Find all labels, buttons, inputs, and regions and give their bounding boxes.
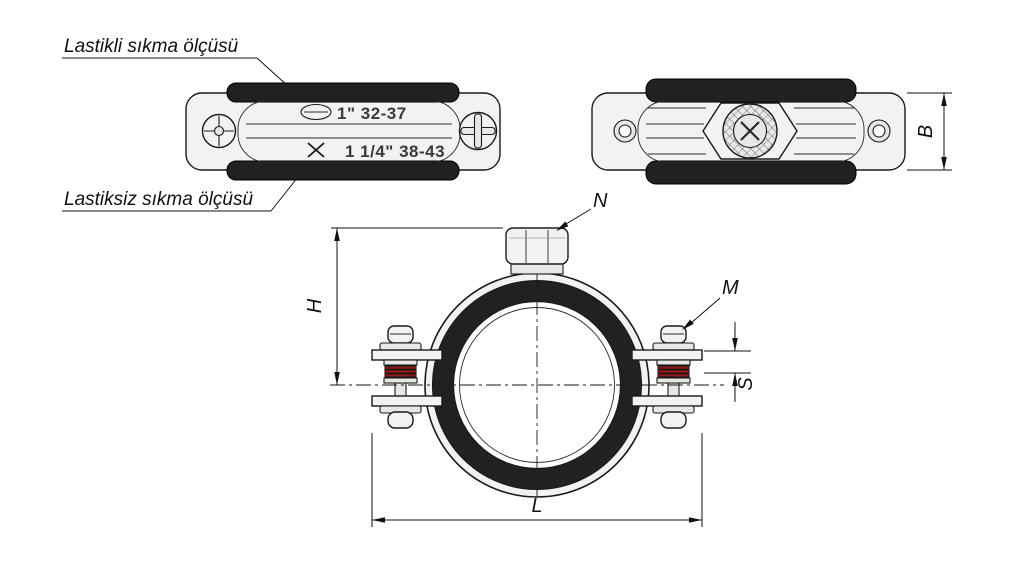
rubber-strip-bottom bbox=[645, 160, 857, 185]
leader-line bbox=[689, 297, 721, 325]
dim-b-label: B bbox=[915, 125, 937, 138]
arrowhead-down bbox=[334, 372, 340, 385]
dim-h-label: H bbox=[304, 298, 326, 313]
rubber-strip-top bbox=[645, 78, 857, 103]
rubber-strip-bottom bbox=[226, 160, 460, 181]
callout-N: N bbox=[556, 190, 608, 231]
left-screw bbox=[201, 113, 237, 149]
front-view bbox=[330, 227, 724, 500]
leader-arrowhead bbox=[556, 221, 569, 231]
dimension-L: L bbox=[371, 433, 703, 527]
leader-arrowhead bbox=[682, 319, 694, 330]
size-stamp-line1: 1" 32-37 bbox=[337, 104, 407, 123]
top-nut-assembly bbox=[505, 227, 569, 275]
right-screw bbox=[458, 111, 498, 151]
dim-l-label: L bbox=[531, 495, 542, 517]
cross-logo-stroke bbox=[307, 142, 325, 158]
mounting-hole-left bbox=[613, 119, 637, 143]
arrowhead-left bbox=[372, 517, 385, 523]
mounting-hole-right bbox=[867, 119, 891, 143]
callout-M: M bbox=[682, 277, 739, 330]
hole bbox=[618, 124, 632, 138]
arrowhead-up bbox=[732, 373, 738, 386]
dimension-S: S bbox=[704, 322, 757, 402]
band-channel-outline bbox=[637, 100, 865, 163]
callout-without-rubber-label: Lastiksiz sıkma ölçüsü bbox=[64, 189, 253, 210]
combi-nut-boss bbox=[702, 102, 798, 160]
arrowhead-down bbox=[732, 338, 738, 351]
phillips-slot-v bbox=[473, 113, 483, 149]
arrowhead-up bbox=[941, 93, 947, 106]
callout-without-rubber: Lastiksiz sıkma ölçüsü bbox=[62, 152, 318, 212]
callout-with-rubber-label: Lastikli sıkma ölçüsü bbox=[64, 36, 239, 57]
top-view-marked: 1" 32-37 1 1/4" 38-43 bbox=[185, 82, 501, 181]
brand-logo-mark bbox=[300, 103, 332, 121]
arrowhead-down bbox=[941, 157, 947, 170]
arrowhead-right bbox=[689, 517, 702, 523]
leader-line bbox=[565, 208, 592, 225]
dim-n-label: N bbox=[593, 190, 608, 212]
dimension-B: B bbox=[907, 92, 952, 171]
nut-cross-slot bbox=[740, 121, 760, 141]
dimension-H: H bbox=[304, 227, 503, 385]
rubber-strip-top bbox=[226, 82, 460, 103]
arrowhead-up bbox=[334, 228, 340, 241]
connection-nut bbox=[505, 227, 569, 265]
cross-logo-mark bbox=[307, 142, 325, 158]
hole bbox=[872, 124, 886, 138]
size-stamp-line2: 1 1/4" 38-43 bbox=[345, 142, 445, 161]
top-view-combi-nut bbox=[591, 78, 906, 185]
screw-center bbox=[213, 125, 225, 137]
dim-m-label: M bbox=[722, 277, 739, 299]
dim-s-label: S bbox=[735, 377, 757, 391]
